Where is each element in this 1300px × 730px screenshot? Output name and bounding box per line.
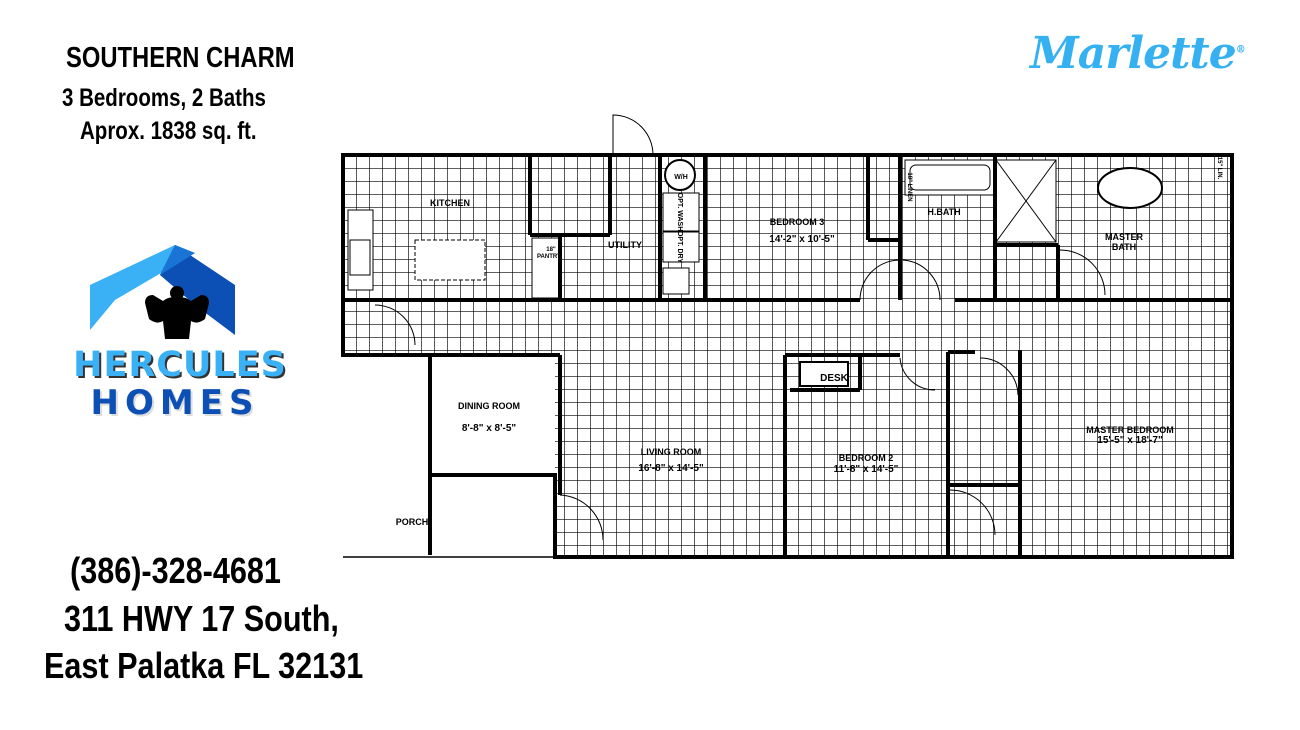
hercules-homes-logo: HERCULES HOMES [70, 245, 290, 425]
label-h-bath: H.BATH [927, 207, 960, 217]
label-kitchen: KITCHEN [430, 198, 470, 208]
label-pantry-size: 18" [546, 247, 556, 253]
dealer-name-line2: HOMES [90, 383, 260, 423]
marlette-logo-text: Marlette [1030, 28, 1237, 79]
water-heater [664, 159, 696, 191]
square-footage: Aprox. 1838 sq. ft. [80, 117, 257, 145]
label-bedroom2: BEDROOM 2 [839, 453, 894, 463]
bed-bath-count: 3 Bedrooms, 2 Baths [62, 84, 266, 112]
plan-title: SOUTHERN CHARM [66, 42, 295, 74]
label-dining: DINING ROOM [458, 401, 520, 411]
label-utility: UTILITY [608, 240, 642, 250]
label-linen-small: 15" LIN. [1216, 157, 1222, 180]
label-pantry: PANTRY [537, 254, 561, 260]
label-bedroom2-size: 11'-8" x 14'-5" [834, 464, 899, 475]
walls [341, 153, 1234, 559]
door-swings [374, 114, 1106, 541]
label-dining-size: 8'-8" x 8'-5" [462, 423, 517, 434]
dealer-name-line1: HERCULES [73, 345, 287, 385]
label-desk: DESK [820, 373, 849, 384]
label-linen: 18" LINEN [906, 172, 912, 201]
soaking-tub [1097, 167, 1163, 209]
marlette-logo: Marlette® [1030, 28, 1246, 79]
label-living: LIVING ROOM [641, 447, 702, 457]
label-master-bath-1: MASTER [1105, 232, 1144, 242]
label-master-bedroom-size: 15'-5" x 18'-7" [1097, 435, 1163, 446]
label-bedroom3-size: 14'-2" x 10'-5" [769, 234, 835, 245]
roof-strongman-icon [90, 245, 235, 339]
label-living-size: 16'-8" x 14'-5" [638, 463, 704, 474]
label-master-bath-2: BATH [1112, 242, 1136, 252]
address-line1: 311 HWY 17 South, [64, 598, 339, 639]
address-line2: East Palatka FL 32131 [44, 645, 364, 686]
label-porch: PORCH [396, 517, 429, 527]
phone-number[interactable]: (386)-328-4681 [70, 550, 281, 591]
kitchen-island [414, 239, 486, 281]
label-bedroom3: BEDROOM 3 [770, 217, 825, 227]
label-water-heater: W/H [674, 174, 688, 181]
label-dryer: OPT. DRY [676, 231, 683, 263]
label-washer: OPT. WASH [676, 193, 683, 232]
sink [349, 239, 371, 276]
label-master-bedroom: MASTER BEDROOM [1086, 425, 1174, 435]
